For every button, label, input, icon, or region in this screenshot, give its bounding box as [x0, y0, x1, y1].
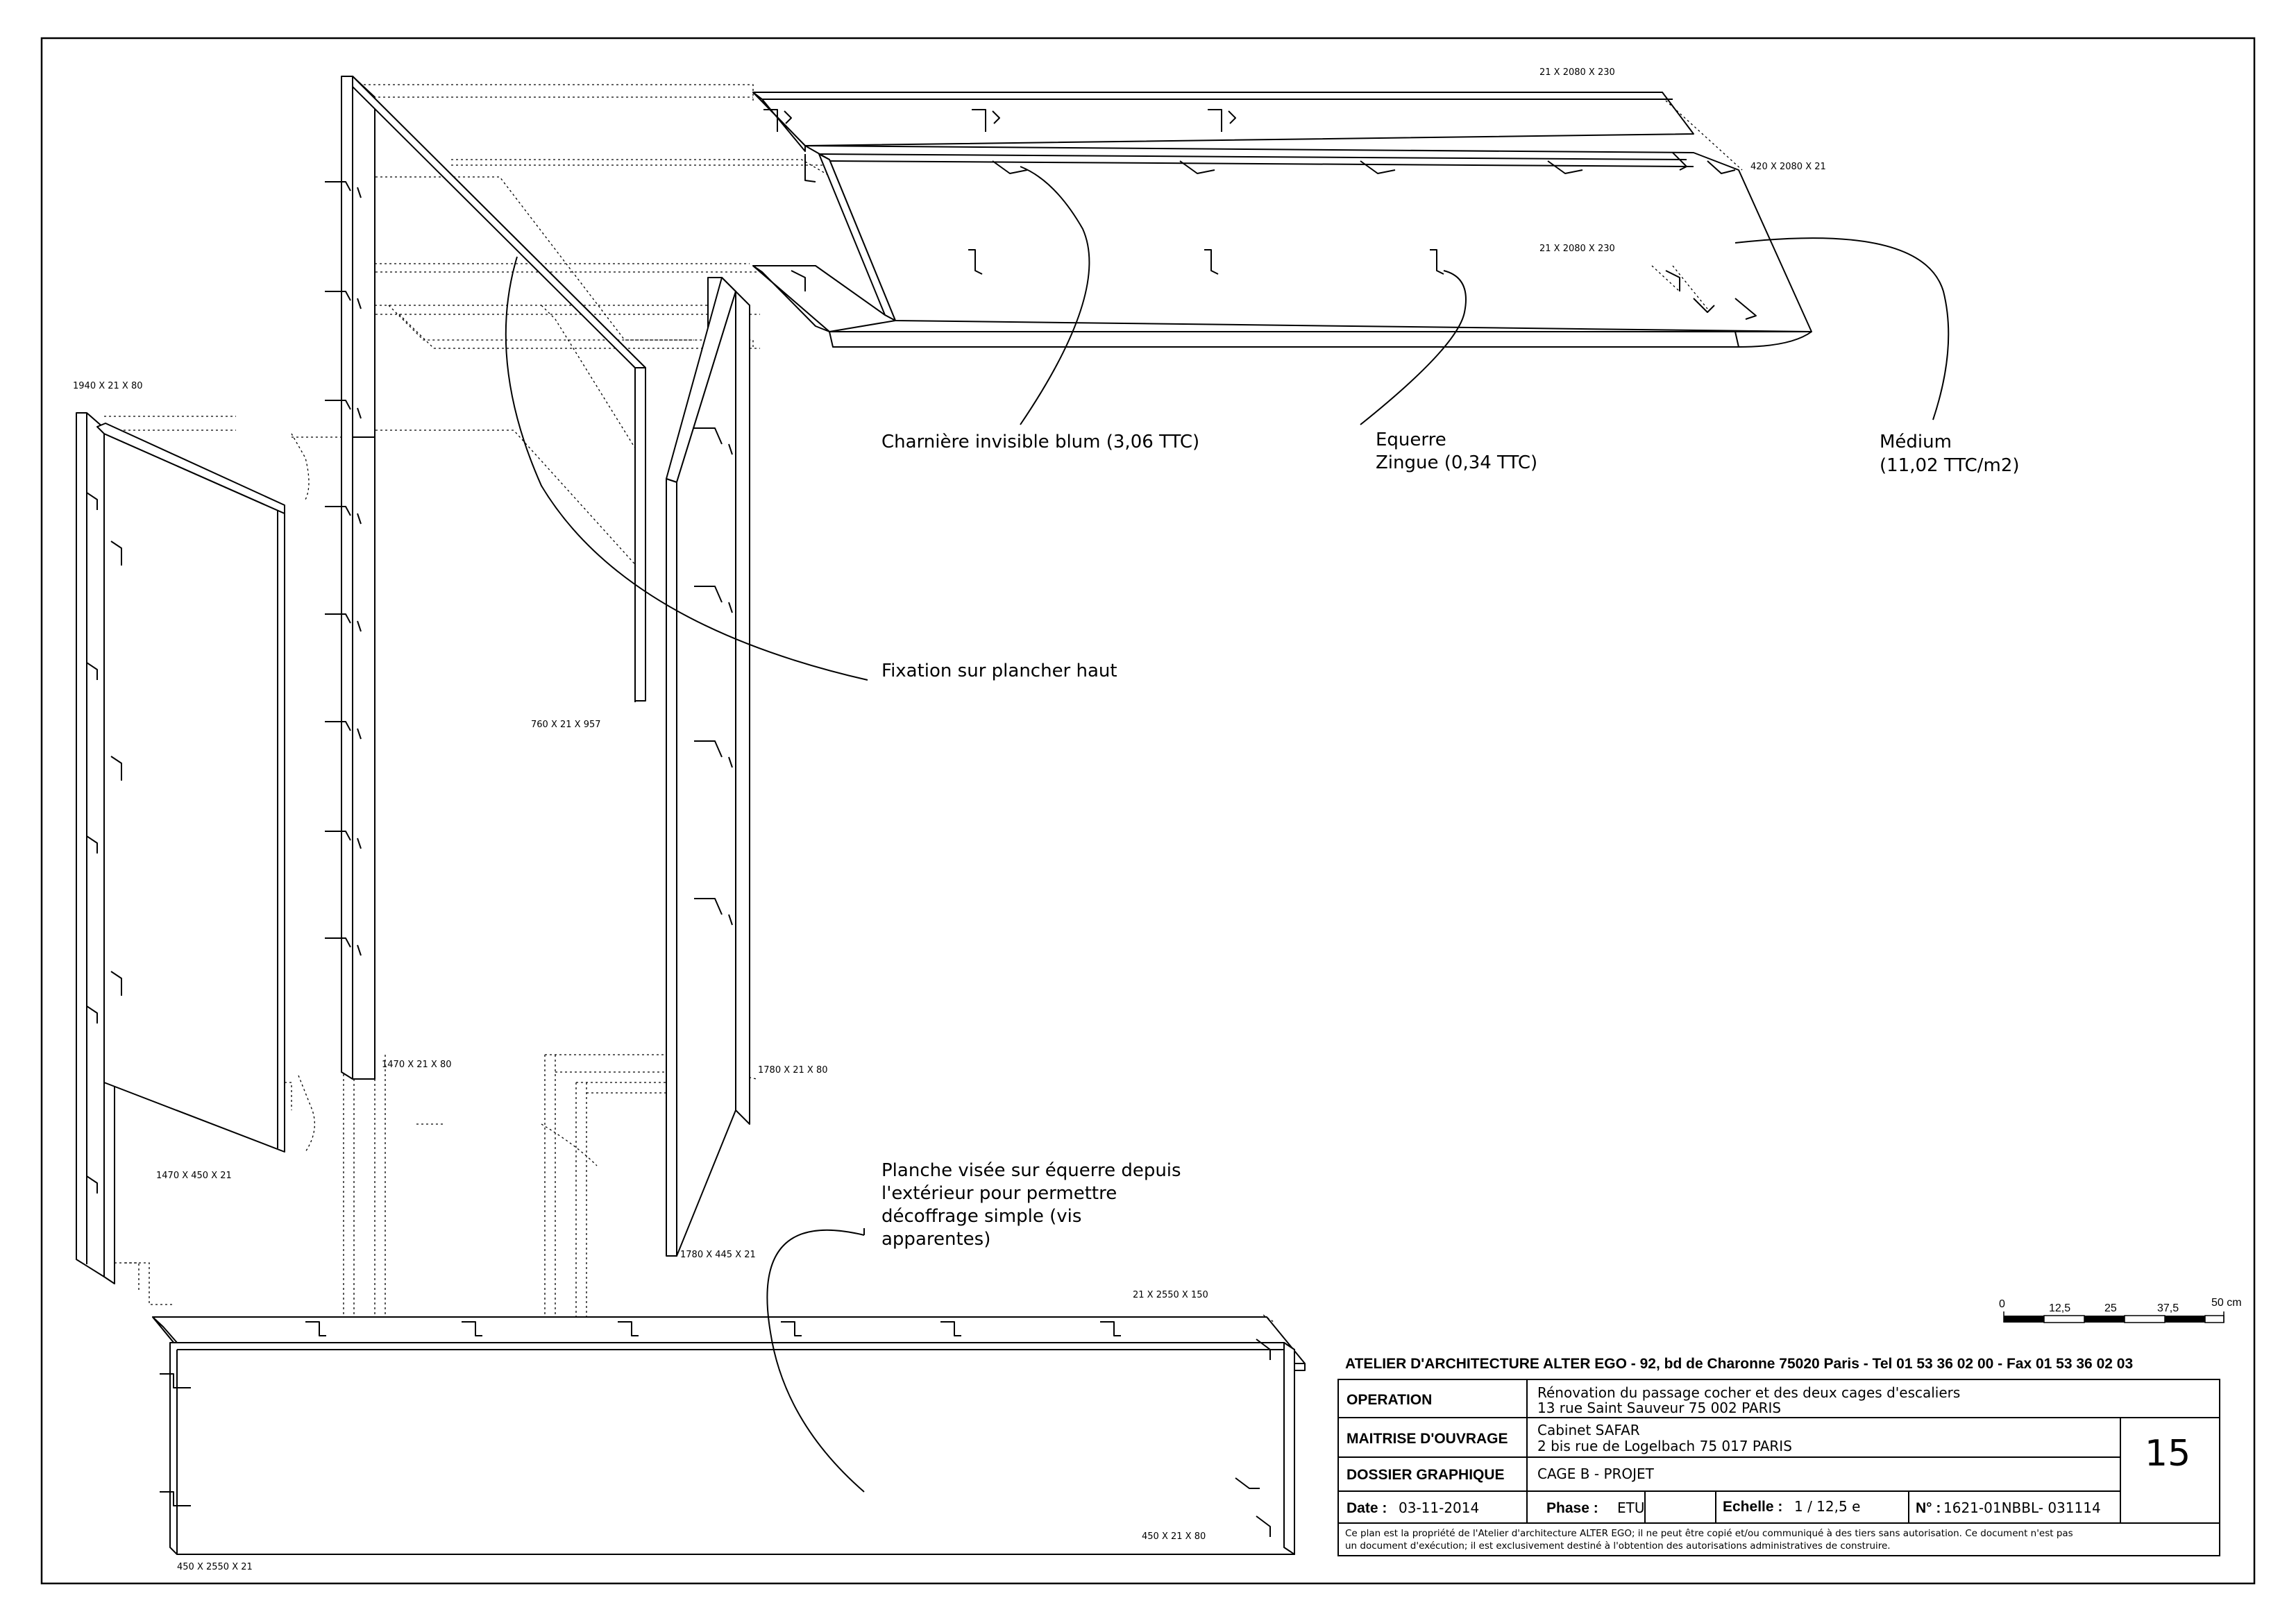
phase-label: Phase :: [1546, 1500, 1598, 1516]
dossier-label: DOSSIER GRAPHIQUE: [1347, 1467, 1505, 1483]
dossier-value: CAGE B - PROJET: [1537, 1465, 1655, 1482]
dim-top-board: 420 X 2080 X 21: [1750, 162, 1826, 172]
scale-label: Echelle :: [1723, 1499, 1782, 1515]
leader-lines: [505, 166, 1950, 1493]
annotation-plank-4: apparentes): [881, 1229, 990, 1250]
annotation-hinge: Charnière invisible blum (3,06 TTC): [881, 432, 1199, 452]
bottom-panel: [169, 1342, 1295, 1555]
scale-bar: 0 12,5 25 37,5 50 cm: [1999, 1297, 2242, 1323]
right-door: [666, 291, 736, 1257]
annotation-bracket-2: Zingue (0,34 TTC): [1376, 452, 1537, 473]
annotation-medium-2: (11,02 TTC/m2): [1880, 455, 2020, 476]
phase-value: ETU: [1617, 1499, 1645, 1516]
dim-right-post: 1780 X 21 X 80: [758, 1065, 828, 1076]
dim-hinged-top-panel: 760 X 21 X 957: [531, 720, 601, 730]
client-label: MAITRISE D'OUVRAGE: [1347, 1431, 1508, 1447]
notice-line-2: un document d'exécution; il est exclusiv…: [1345, 1540, 1891, 1552]
leader-hinge: [1020, 166, 1090, 425]
left-door: [96, 423, 285, 1153]
client-line-1: Cabinet SAFAR: [1537, 1422, 1640, 1438]
leader-fixing: [505, 256, 868, 681]
date-label: Date :: [1347, 1500, 1387, 1516]
leader-bracket: [1360, 270, 1467, 425]
sheet-frame: [40, 37, 2256, 1585]
annotation-plank-2: l'extérieur pour permettre: [881, 1183, 1117, 1204]
client-line-2: 2 bis rue de Logelbach 75 017 PARIS: [1537, 1438, 1792, 1454]
dim-bottom-shelf: 21 X 2550 X 150: [1133, 1290, 1208, 1300]
notice-line-1: Ce plan est la propriété de l'Atelier d'…: [1345, 1528, 2073, 1539]
bottom-assembly: [152, 1316, 1306, 1555]
leader-medium: [1734, 237, 1950, 420]
dim-bottom-post: 450 X 21 X 80: [1142, 1531, 1206, 1542]
annotation-medium-1: Médium: [1880, 432, 1952, 452]
leader-plank: [766, 1229, 865, 1493]
top-shelf-upper: [752, 92, 1694, 146]
scale-label-12-5: 12,5: [2049, 1302, 2070, 1314]
annotation-plank-3: décoffrage simple (vis: [881, 1206, 1081, 1227]
annotations: Charnière invisible blum (3,06 TTC) Eque…: [881, 430, 2020, 1250]
dimension-labels: 21 X 2080 X 230 420 X 2080 X 21 21 X 208…: [73, 67, 1826, 1572]
dim-left-post: 1940 X 21 X 80: [73, 381, 143, 391]
hinged-top-panel: [352, 76, 646, 702]
reference-label: N° :: [1916, 1500, 1941, 1516]
bracket-marks: [86, 109, 1757, 1537]
title-block: ATELIER D'ARCHITECTURE ALTER EGO - 92, b…: [1337, 1356, 2220, 1556]
annotation-fixing: Fixation sur plancher haut: [881, 661, 1117, 681]
dim-bottom-panel: 450 X 2550 X 21: [177, 1562, 253, 1572]
scale-label-25: 25: [2104, 1302, 2117, 1314]
dim-left-door: 1470 X 450 X 21: [156, 1171, 232, 1181]
dim-top-shelf-upper: 21 X 2080 X 230: [1539, 67, 1615, 78]
reference-value: 1621-01NBBL- 031114: [1943, 1499, 2101, 1516]
operation-label: OPERATION: [1347, 1392, 1432, 1408]
top-shelf-assembly: [752, 92, 1812, 348]
dim-top-shelf-lower: 21 X 2080 X 230: [1539, 244, 1615, 254]
operation-line-1: Rénovation du passage cocher et des deux…: [1537, 1384, 1960, 1401]
dim-mid-post: 1470 X 21 X 80: [382, 1060, 452, 1070]
sheet-number: 15: [2145, 1433, 2191, 1475]
dim-right-door: 1780 X 445 X 21: [680, 1250, 756, 1260]
title-block-header: ATELIER D'ARCHITECTURE ALTER EGO - 92, b…: [1345, 1356, 2133, 1372]
mid-post: [341, 76, 375, 1080]
date-value: 03-11-2014: [1399, 1499, 1479, 1516]
annotation-plank-1: Planche visée sur équerre depuis: [881, 1160, 1181, 1181]
scale-label-37-5: 37,5: [2157, 1302, 2179, 1314]
scale-label-0: 0: [1999, 1298, 2005, 1310]
scale-value: 1 / 12,5 e: [1794, 1498, 1860, 1515]
top-board: [804, 145, 1812, 332]
scale-label-50cm: 50 cm: [2211, 1297, 2242, 1309]
annotation-bracket-1: Equerre: [1376, 430, 1446, 450]
operation-line-2: 13 rue Saint Sauveur 75 002 PARIS: [1537, 1400, 1781, 1416]
